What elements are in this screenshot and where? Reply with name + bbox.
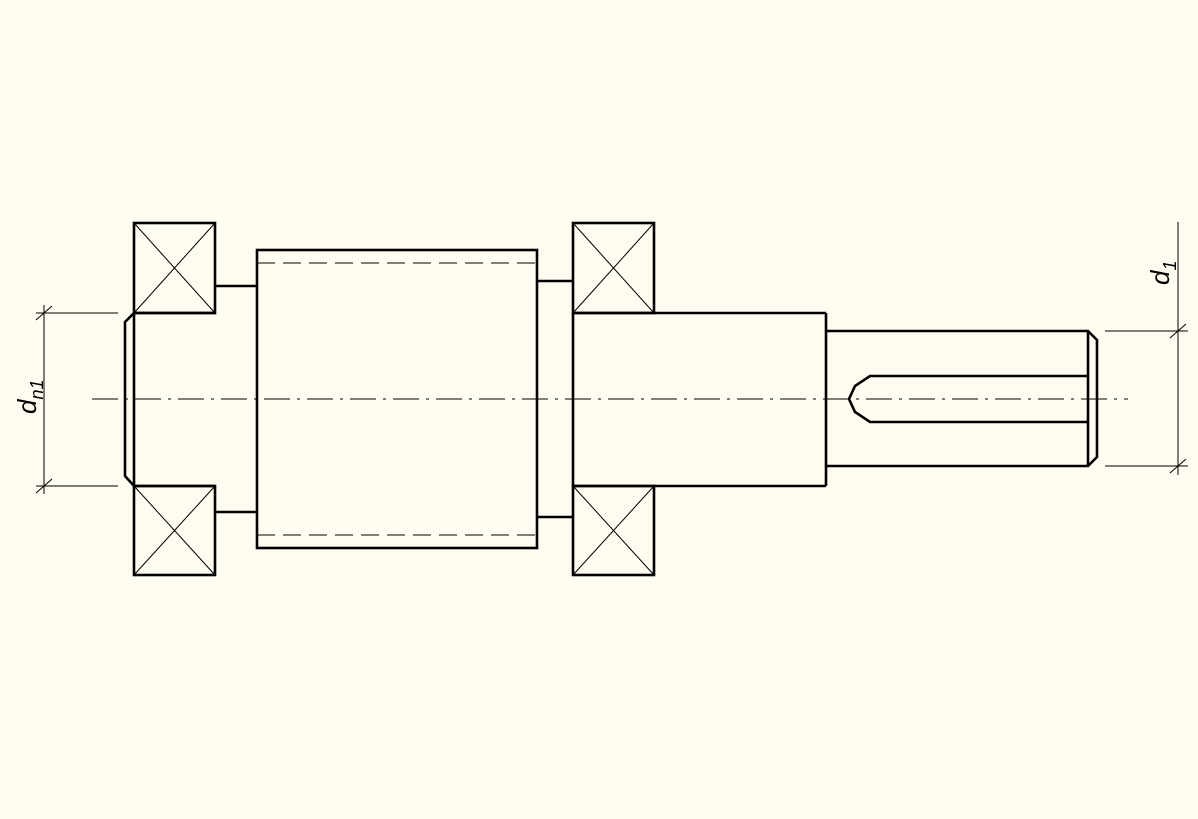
dimension-dn1-subscript: n1	[27, 380, 47, 400]
dimension-dn1-symbol: d	[12, 398, 42, 414]
dimension-dn1: dn1	[12, 305, 118, 494]
dimension-d1: d1	[1105, 222, 1188, 475]
left-bearing-upper	[132, 221, 217, 315]
left-collar	[215, 284, 257, 514]
right-bearing-upper	[571, 221, 656, 315]
dimension-d1-subscript: 1	[1160, 261, 1180, 271]
right-bearing-lower	[571, 484, 656, 577]
left-shaft-journal	[123, 311, 215, 488]
dimension-d1-symbol: d	[1145, 269, 1175, 285]
middle-shaft-step	[571, 311, 828, 488]
left-bearing-lower	[132, 484, 217, 577]
right-collar	[537, 279, 573, 519]
output-shaft-end	[826, 329, 1099, 468]
keyway-slot	[847, 374, 1088, 424]
svg-text:d1: d1	[1145, 261, 1180, 285]
svg-text:dn1: dn1	[12, 380, 47, 415]
gear-hub	[255, 248, 539, 550]
